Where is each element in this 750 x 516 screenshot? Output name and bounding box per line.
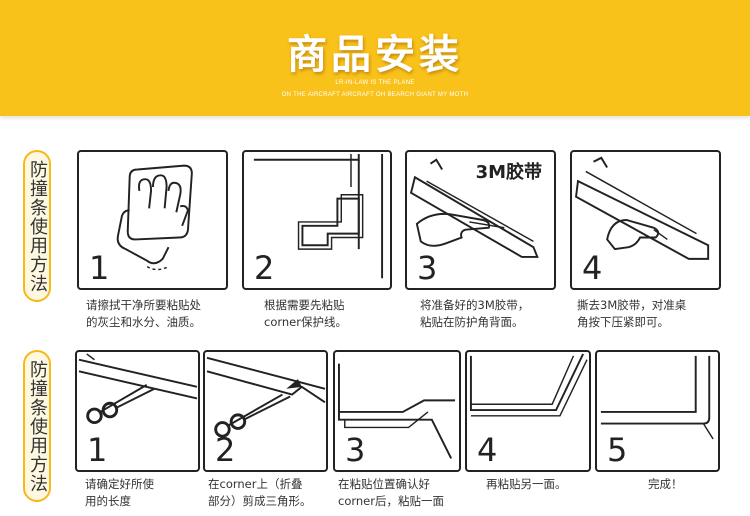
step-caption-row2-2: 在corner上（折叠 部分）剪成三角形。 bbox=[208, 477, 312, 508]
step-caption-row1-4: 撕去3M胶带，对准桌 角按下压紧即可。 bbox=[577, 298, 687, 329]
step-number: 1 bbox=[89, 249, 110, 287]
step-number: 2 bbox=[215, 431, 236, 469]
subtitle-line-1: LR-IN-LAW IS THE PLANE bbox=[335, 80, 415, 86]
step-caption-row1-3: 将准备好的3M胶带， 粘贴在防护角背面。 bbox=[420, 298, 530, 329]
step-caption-row2-4: 再粘贴另一面。 bbox=[486, 477, 567, 491]
page-title: 商品安装 bbox=[287, 32, 463, 78]
step-number: 4 bbox=[582, 249, 603, 287]
stick-first-side-illustration bbox=[338, 363, 456, 459]
step-panel-row2-5: 5 bbox=[595, 350, 720, 472]
hand-wiping-illustration bbox=[116, 164, 193, 271]
step-panel-row1-1: 1 bbox=[77, 150, 228, 290]
step-panel-row2-1: 1 bbox=[75, 350, 200, 472]
finished-corner-illustration bbox=[600, 355, 714, 440]
step-panel-row1-3: 3M胶带 3 bbox=[405, 150, 556, 290]
peel-tape-illustration bbox=[574, 156, 710, 260]
step-number: 3 bbox=[345, 431, 366, 469]
step-panel-row2-3: 3 bbox=[333, 350, 461, 472]
step-number: 4 bbox=[477, 431, 498, 469]
step-panel-row2-2: 2 bbox=[203, 350, 328, 472]
step-caption-row1-1: 请擦拭干净所要粘贴处 的灰尘和水分、油质。 bbox=[86, 298, 201, 329]
header-banner: 商品安装 LR-IN-LAW IS THE PLANE ON THE AIRCR… bbox=[0, 0, 750, 116]
step-panel-row1-2: 2 bbox=[242, 150, 392, 290]
step-number: 3 bbox=[417, 249, 438, 287]
cut-triangle-illustration bbox=[206, 356, 326, 438]
step-caption-row2-5: 完成！ bbox=[648, 477, 683, 491]
corner-guard-illustration bbox=[253, 153, 384, 279]
section-label-row1: 防撞条使用方法 bbox=[23, 150, 51, 302]
step-caption-row1-2: 根据需要先粘贴 corner保护线。 bbox=[264, 298, 347, 329]
scissors-cutting-illustration bbox=[78, 353, 198, 425]
step-number: 1 bbox=[87, 431, 108, 469]
subtitle-line-2: ON THE AIRCRAFT AIRCRAFT OH BEARCH GIANT… bbox=[281, 92, 469, 98]
tape-badge: 3M胶带 bbox=[475, 162, 542, 183]
step-panel-row2-4: 4 bbox=[465, 350, 591, 472]
step-number: 2 bbox=[254, 249, 275, 287]
stick-second-side-illustration bbox=[469, 353, 588, 417]
step-number: 5 bbox=[607, 431, 628, 469]
tape-application-illustration bbox=[409, 158, 539, 258]
step-caption-row2-1: 请确定好所使 用的长度 bbox=[85, 477, 154, 508]
step-panel-row1-4: 4 bbox=[570, 150, 721, 290]
section-label-row2: 防撞条使用方法 bbox=[23, 350, 51, 502]
step-caption-row2-3: 在粘贴位置确认好 corner后，粘贴一面 bbox=[338, 477, 444, 508]
